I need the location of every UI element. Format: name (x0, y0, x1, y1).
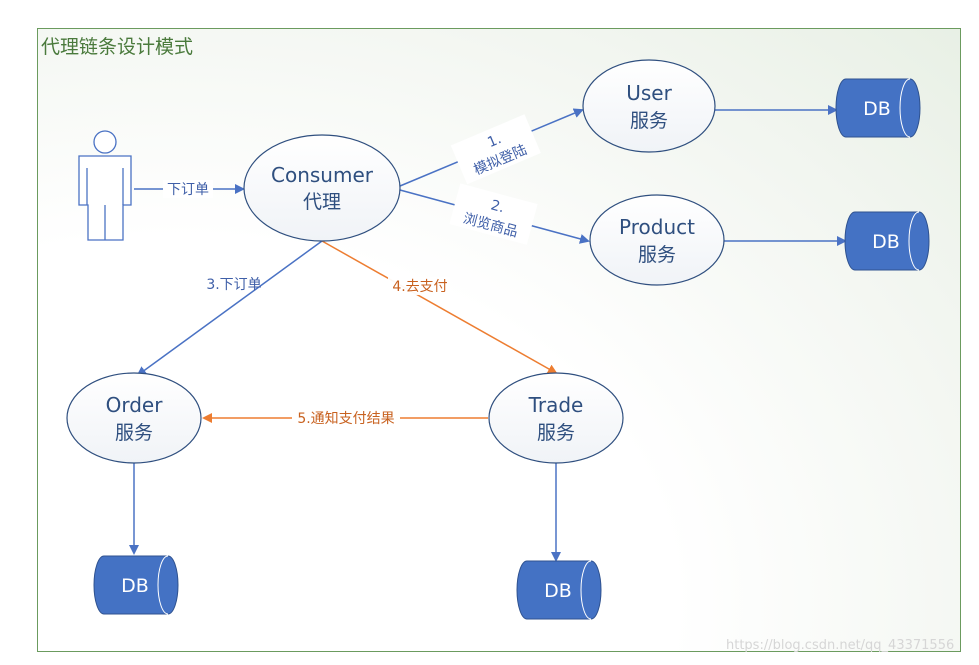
edge-consumer-to-user: 1. 模拟登陆 (399, 108, 584, 187)
watermark-text: https://blog.csdn.net/qq_43371556 (726, 638, 955, 653)
node-order-sub: 服务 (115, 422, 153, 444)
db-order-label: DB (121, 575, 149, 597)
edge-label-pay: 4.去支付 (392, 279, 447, 295)
edge-actor-to-consumer: 下订单 (134, 180, 245, 198)
node-consumer-name: Consumer (271, 163, 374, 187)
db-trade: DB (516, 560, 602, 620)
db-product: DB (844, 211, 930, 271)
node-consumer-sub: 代理 (303, 191, 341, 213)
node-product-name: Product (619, 215, 695, 239)
node-product: Product 服务 (589, 194, 725, 286)
actor-icon (78, 130, 132, 241)
edge-label-actor-order: 下订单 (167, 182, 209, 198)
node-user-name: User (626, 81, 672, 105)
edge-label-place-order: 3.下订单 (206, 277, 261, 293)
db-product-label: DB (872, 231, 900, 253)
node-product-sub: 服务 (638, 244, 676, 266)
node-user: User 服务 (582, 59, 716, 153)
edge-trade-to-order: 5.通知支付结果 (202, 409, 488, 427)
edge-label-notify: 5.通知支付结果 (297, 410, 394, 427)
db-user: DB (835, 78, 921, 138)
node-consumer: Consumer 代理 (243, 134, 401, 242)
db-trade-label: DB (544, 580, 572, 602)
edge-consumer-to-trade: 4.去支付 (321, 240, 558, 374)
node-user-sub: 服务 (630, 110, 668, 132)
db-user-label: DB (863, 98, 891, 120)
edge-label-browse-num: 2. (489, 197, 506, 216)
node-trade-name: Trade (528, 393, 584, 417)
node-order-name: Order (106, 393, 164, 417)
diagram-title: 代理链条设计模式 (41, 36, 194, 58)
node-trade-sub: 服务 (537, 422, 575, 444)
edge-label-login-num: 1. (485, 131, 504, 151)
node-order: Order 服务 (66, 372, 202, 464)
edge-consumer-to-product: 2. 浏览商品 (399, 183, 590, 245)
edge-consumer-to-order: 3.下订单 (136, 240, 323, 377)
db-order: DB (93, 555, 179, 615)
node-trade: Trade 服务 (488, 372, 624, 464)
